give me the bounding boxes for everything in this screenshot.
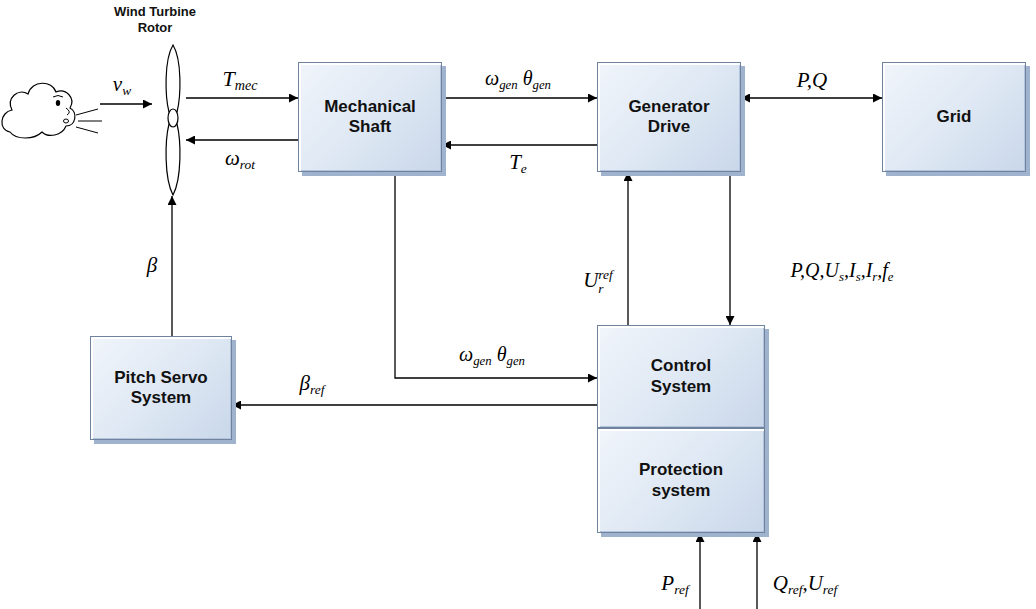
- signal-arrow: [627, 172, 628, 325]
- box-label: Control System: [626, 356, 736, 397]
- signal-label: Te: [507, 151, 529, 176]
- text-run: Q: [773, 571, 788, 595]
- breath-line: [76, 127, 98, 133]
- signal-label: P,Q,Us,Is,Ir,fe: [788, 259, 895, 285]
- text-run: ,U: [802, 571, 822, 595]
- text-run: U: [583, 268, 598, 292]
- box-label: Mechanical Shaft: [315, 97, 425, 138]
- box-label: Grid: [937, 107, 972, 127]
- rotor-blade: [166, 124, 180, 195]
- signal-label: ωrot: [223, 147, 257, 172]
- signal-label: ωgen θgen: [483, 67, 553, 93]
- rotor-blades: [160, 44, 186, 196]
- input-arrow: [756, 533, 757, 609]
- signal-label: βref: [298, 372, 327, 397]
- signal-arrow: [442, 97, 597, 98]
- text-run: ,f: [877, 259, 888, 281]
- text-run: ref: [598, 268, 612, 282]
- turbine-rotor: Wind Turbine Rotor: [160, 44, 186, 196]
- text-run: T: [509, 150, 521, 174]
- signal-label: Urref: [581, 267, 615, 297]
- script-text: gen: [532, 78, 550, 92]
- signal-label: β: [145, 254, 159, 277]
- signal-label: Qref,Uref: [771, 572, 839, 597]
- input-arrow: [699, 533, 700, 609]
- cloud-eye: [56, 100, 60, 106]
- signal-arrow: [186, 97, 298, 98]
- script-text: s: [856, 270, 861, 284]
- breath-line: [76, 109, 98, 115]
- signal-arrow: [171, 196, 172, 336]
- sub-sup-stack: rref: [598, 268, 612, 296]
- rotor-blade: [166, 45, 180, 112]
- signal-label: Tmec: [221, 67, 260, 93]
- signal-arrow: [395, 172, 597, 378]
- signal-label: vw: [111, 73, 133, 98]
- signal-label: P,Q: [795, 69, 830, 92]
- signal-arrow: [729, 172, 730, 325]
- text-run: θ: [518, 67, 533, 89]
- script-text: ref: [788, 582, 802, 597]
- process-box: Control System: [597, 325, 765, 428]
- cloud-brow: [53, 96, 63, 98]
- cloud-mouth: [64, 119, 69, 123]
- signal-label: ωgen θgen: [457, 343, 527, 369]
- signal-arrow: [442, 144, 597, 145]
- script-text: e: [888, 270, 894, 284]
- script-text: gen: [499, 78, 517, 92]
- text-run: P,Q,U: [790, 259, 839, 281]
- process-box: Grid: [882, 62, 1026, 172]
- script-text: w: [122, 83, 131, 98]
- text-run: β: [300, 371, 310, 395]
- cloud-outline: [2, 83, 75, 138]
- box-label: Generator Drive: [614, 97, 724, 138]
- text-run: ω: [459, 343, 473, 365]
- text-run: ,I: [861, 259, 873, 281]
- process-box: Mechanical Shaft: [298, 62, 442, 172]
- text-run: r: [598, 282, 612, 296]
- script-text: ref: [674, 582, 688, 597]
- text-run: ω: [225, 146, 240, 170]
- text-run: v: [113, 72, 122, 96]
- rotor-hub: [168, 109, 178, 127]
- script-text: r: [872, 270, 877, 284]
- script-text: ref: [823, 582, 837, 597]
- cloud-nose: [66, 108, 69, 115]
- breath-line: [78, 121, 102, 122]
- script-text: mec: [235, 77, 258, 93]
- box-label: Pitch Servo System: [106, 368, 216, 409]
- signal-arrow: [232, 404, 597, 405]
- script-text: gen: [506, 354, 524, 368]
- box-label: Protection system: [626, 460, 736, 501]
- script-text: s: [839, 270, 844, 284]
- signal-arrow: [741, 97, 882, 98]
- process-box: Pitch Servo System: [90, 336, 232, 440]
- wind-cloud: [2, 83, 102, 138]
- text-run: ω: [485, 67, 499, 89]
- text-run: P: [661, 571, 674, 595]
- script-text: e: [521, 161, 527, 176]
- process-box: Protection system: [597, 428, 765, 533]
- text-run: T: [223, 66, 235, 91]
- signal-label: Pref: [659, 572, 690, 597]
- process-box: Generator Drive: [597, 62, 741, 172]
- text-run: θ: [492, 343, 507, 365]
- script-text: gen: [473, 354, 491, 368]
- rotor-title: Wind Turbine Rotor: [105, 4, 205, 35]
- wind-arrow: [100, 103, 152, 104]
- signal-arrow: [186, 139, 298, 140]
- text-run: ,I: [844, 259, 856, 281]
- script-text: rot: [240, 157, 255, 172]
- script-text: ref: [310, 382, 324, 397]
